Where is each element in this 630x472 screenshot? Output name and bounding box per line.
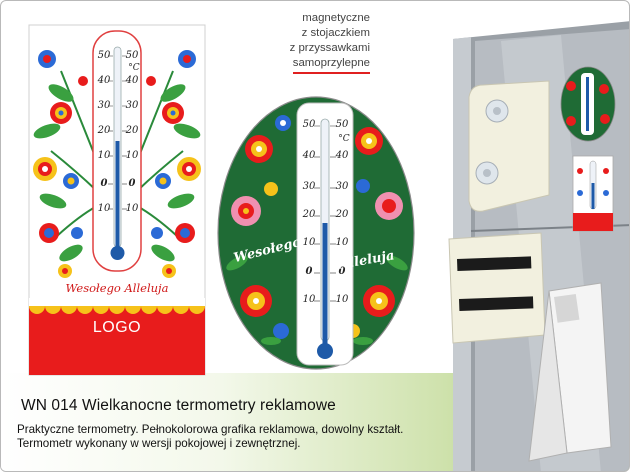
- rect-scale-label: 10: [125, 150, 139, 161]
- egg-unit-label: °C: [338, 134, 350, 144]
- rect-scale-label: 30: [125, 100, 139, 111]
- rect-greeting: Wesołego Alleluja: [65, 281, 169, 295]
- mini-rect-magnet: [572, 155, 614, 232]
- egg-scale-label: 10: [302, 237, 316, 248]
- tag-line: samoprzylepne: [292, 56, 370, 74]
- description-line: Termometr wykonany w wersji pokojowej i …: [17, 437, 301, 450]
- rect-thermometer-card: [28, 24, 206, 376]
- mini-egg-magnet: [560, 66, 616, 142]
- magnetic-backing: [448, 232, 546, 344]
- egg-scale-label: 30: [302, 181, 316, 192]
- egg-scale-label: 30: [335, 181, 349, 192]
- egg-scale-label: 40: [302, 150, 316, 161]
- rect-scale-label: 20: [97, 125, 111, 136]
- egg-scale-label: 20: [302, 209, 316, 220]
- product-description: Praktyczne termometry. Pełnokolorowa gra…: [17, 423, 403, 451]
- egg-scale-label: 50: [302, 119, 316, 130]
- egg-scale-label: 10: [335, 294, 349, 305]
- product-title: WN 014 Wielkanocne termometry reklamowe: [21, 397, 336, 414]
- logo-placeholder: LOGO: [92, 319, 142, 336]
- suction-cup-backing: [468, 80, 550, 212]
- tag-line: z stojaczkiem: [301, 27, 370, 39]
- egg-scale-label: 20: [335, 209, 349, 220]
- rect-scale-label: 50: [125, 50, 139, 61]
- egg-scale-label: 0: [305, 266, 313, 277]
- rect-scale-label: 30: [97, 100, 111, 111]
- folk-flowers-right: [136, 50, 201, 278]
- rect-scale-label: 10: [97, 203, 111, 214]
- rect-scale-label: 10: [125, 203, 139, 214]
- rect-scale-label: 40: [97, 75, 111, 86]
- rect-scale-label: 50: [97, 50, 111, 61]
- tag-line: z przyssawkami: [289, 42, 370, 54]
- tag-line: magnetyczne: [302, 12, 370, 24]
- rect-scale-label: 10: [97, 150, 111, 161]
- rect-scale-label: 0: [100, 178, 108, 189]
- rect-scale-label: 0: [128, 178, 136, 189]
- egg-scale-label: 0: [338, 266, 346, 277]
- stand-backing: [528, 282, 612, 462]
- egg-thermometer: [217, 96, 415, 370]
- rect-scale-label: 40: [125, 75, 139, 86]
- mounting-options-tag: magnetyczne z stojaczkiem z przyssawkami…: [266, 7, 374, 87]
- rect-scale-label: 20: [125, 125, 139, 136]
- folk-flowers-left: [33, 50, 98, 278]
- egg-scale-label: 10: [302, 294, 316, 305]
- egg-scale-label: 50: [335, 119, 349, 130]
- description-line: Praktyczne termometry. Pełnokolorowa gra…: [17, 423, 404, 436]
- egg-scale-label: 40: [335, 150, 349, 161]
- egg-scale-label: 10: [335, 237, 349, 248]
- rect-unit-label: °C: [128, 63, 140, 73]
